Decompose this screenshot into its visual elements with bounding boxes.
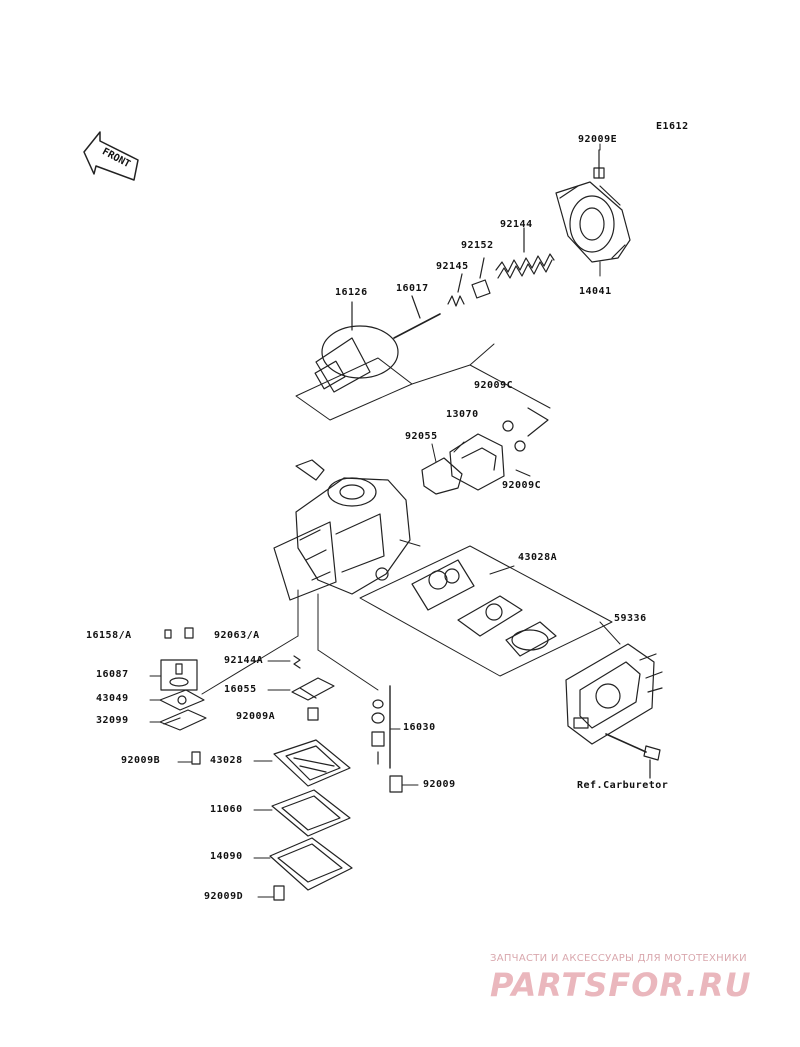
svg-text:FRONT: FRONT — [100, 146, 132, 170]
gasket-43028A-part — [411, 559, 557, 657]
label-16030: 16030 — [403, 722, 436, 733]
cover-14090-part — [269, 837, 353, 891]
label-14041: 14041 — [579, 286, 612, 297]
label-ref-carburetor: Ref.Carburetor — [577, 780, 669, 791]
piston-16126-part — [314, 301, 399, 393]
label-16158A: 16158/A — [86, 630, 132, 641]
label-92055: 92055 — [405, 431, 438, 442]
label-92063A: 92063/A — [214, 630, 260, 641]
label-16126: 16126 — [335, 287, 368, 298]
diaphragm-43028-part — [273, 739, 351, 787]
label-16017: 16017 — [396, 283, 429, 294]
label-92152: 92152 — [461, 240, 494, 251]
label-43028A: 43028A — [518, 552, 558, 563]
label-92144A: 92144A — [224, 655, 264, 666]
label-32099: 32099 — [96, 715, 129, 726]
screw-92009C-part — [502, 407, 549, 452]
gasket-92055-part — [421, 457, 463, 495]
valve-16030-part — [371, 685, 391, 769]
cover-14041-part — [555, 181, 631, 263]
spring-92145-part — [447, 273, 465, 307]
screw-92009D-part — [273, 885, 285, 901]
label-16055: 16055 — [224, 684, 257, 695]
label-92009B: 92009B — [121, 755, 161, 766]
bolt-fuel-pump-part — [605, 733, 661, 779]
needle-16055-part — [291, 677, 335, 701]
screw-92009B-part — [191, 751, 201, 765]
jet-16158A-part — [164, 627, 194, 639]
label-16087: 16087 — [96, 669, 129, 680]
label-92009E: 92009E — [578, 134, 618, 145]
label-13070: 13070 — [446, 409, 479, 420]
holder-92152-part — [471, 257, 491, 299]
label-92009D: 92009D — [204, 891, 244, 902]
carburetor-body-part — [273, 459, 411, 601]
label-11060: 11060 — [210, 804, 243, 815]
label-leaders — [149, 143, 621, 898]
watermark-logo: PARTSFOR.RU — [490, 966, 752, 1004]
group-bracket-upper — [295, 357, 471, 421]
plate-32099-part — [159, 709, 207, 731]
label-92009: 92009 — [423, 779, 456, 790]
diagram-code: E1612 — [656, 121, 689, 132]
fuel-pump-59336-part — [565, 643, 663, 745]
label-92009C-top: 92009C — [474, 380, 514, 391]
gasket-11060-part — [271, 789, 351, 837]
label-43028: 43028 — [210, 755, 243, 766]
screw-92009A-part — [307, 707, 319, 721]
watermark-tagline: ЗАПЧАСТИ И АКСЕССУАРЫ ДЛЯ МОТОТЕХНИКИ — [490, 953, 747, 964]
group-bracket-middle — [359, 545, 613, 677]
screw-92009-part — [389, 775, 403, 793]
label-14090: 14090 — [210, 851, 243, 862]
spring-92144-part — [495, 227, 555, 279]
needle-16017-part — [393, 295, 441, 339]
front-arrow-icon: FRONT — [83, 131, 139, 181]
label-43049: 43049 — [96, 693, 129, 704]
holder-13070-part — [449, 433, 505, 491]
spring-92144A-part — [293, 655, 301, 669]
jet-16087-part — [160, 659, 198, 691]
label-92145: 92145 — [436, 261, 469, 272]
screw-92009E-part — [593, 149, 605, 179]
label-92144: 92144 — [500, 219, 533, 230]
label-92009A: 92009A — [236, 711, 276, 722]
label-92009C-bottom: 92009C — [502, 480, 542, 491]
label-59336: 59336 — [614, 613, 647, 624]
gasket-43049-part — [159, 689, 205, 711]
